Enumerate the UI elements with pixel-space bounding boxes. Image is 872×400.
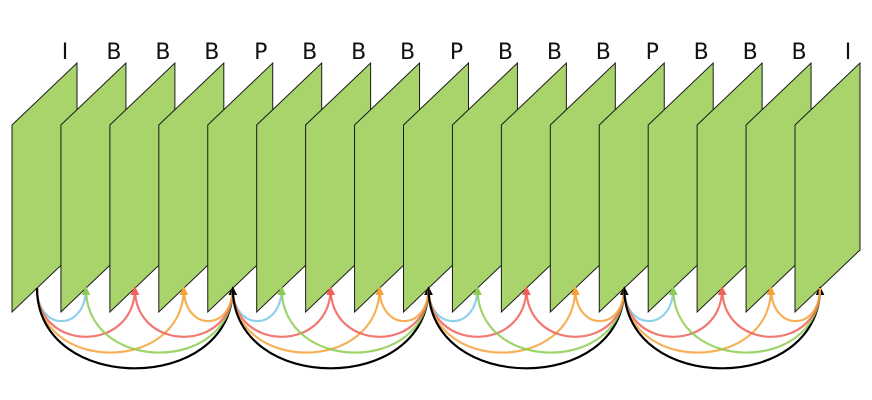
reference-arc-forward-12-16 — [623, 286, 825, 370]
reference-arc-forward-8-11 — [427, 286, 580, 354]
frame-label-14: B — [743, 40, 758, 65]
frame-label-4: P — [254, 40, 267, 65]
frame-label-13: B — [694, 40, 709, 65]
frame-label-1: B — [106, 40, 121, 65]
reference-arc-forward-4-8 — [231, 286, 433, 370]
frame-i-16 — [794, 61, 861, 314]
reference-arc-forward-12-15 — [623, 286, 776, 354]
frame-label-5: B — [302, 40, 317, 65]
frame-label-10: B — [547, 40, 562, 65]
reference-arc-backward-16-13 — [668, 286, 822, 354]
reference-arc-backward-12-9 — [473, 286, 626, 354]
frame-label-16: I — [845, 40, 852, 65]
frame-label-3: B — [204, 40, 219, 65]
frame-label-8: P — [450, 40, 463, 65]
reference-arc-backward-12-11 — [570, 286, 626, 323]
frames-layer — [11, 61, 861, 314]
frame-label-7: B — [400, 40, 415, 65]
frame-label-9: B — [498, 40, 513, 65]
reference-arc-backward-8-7 — [375, 286, 430, 323]
frame-label-6: B — [351, 40, 366, 65]
reference-arc-forward-0-3 — [35, 286, 189, 354]
frame-label-2: B — [155, 40, 170, 65]
reference-arc-backward-4-3 — [179, 286, 234, 323]
reference-arc-backward-8-5 — [277, 286, 430, 354]
frame-label-15: B — [792, 40, 807, 65]
frame-label-12: P — [646, 40, 659, 65]
reference-arc-forward-4-7 — [231, 286, 384, 354]
reference-arc-backward-4-1 — [81, 286, 234, 354]
frame-label-11: B — [596, 40, 611, 65]
reference-arc-backward-16-15 — [766, 286, 822, 323]
reference-arc-forward-0-4 — [35, 286, 238, 370]
reference-arc-forward-8-12 — [427, 286, 629, 370]
frame-label-0: I — [62, 40, 69, 65]
reference-arcs-layer — [35, 286, 825, 370]
